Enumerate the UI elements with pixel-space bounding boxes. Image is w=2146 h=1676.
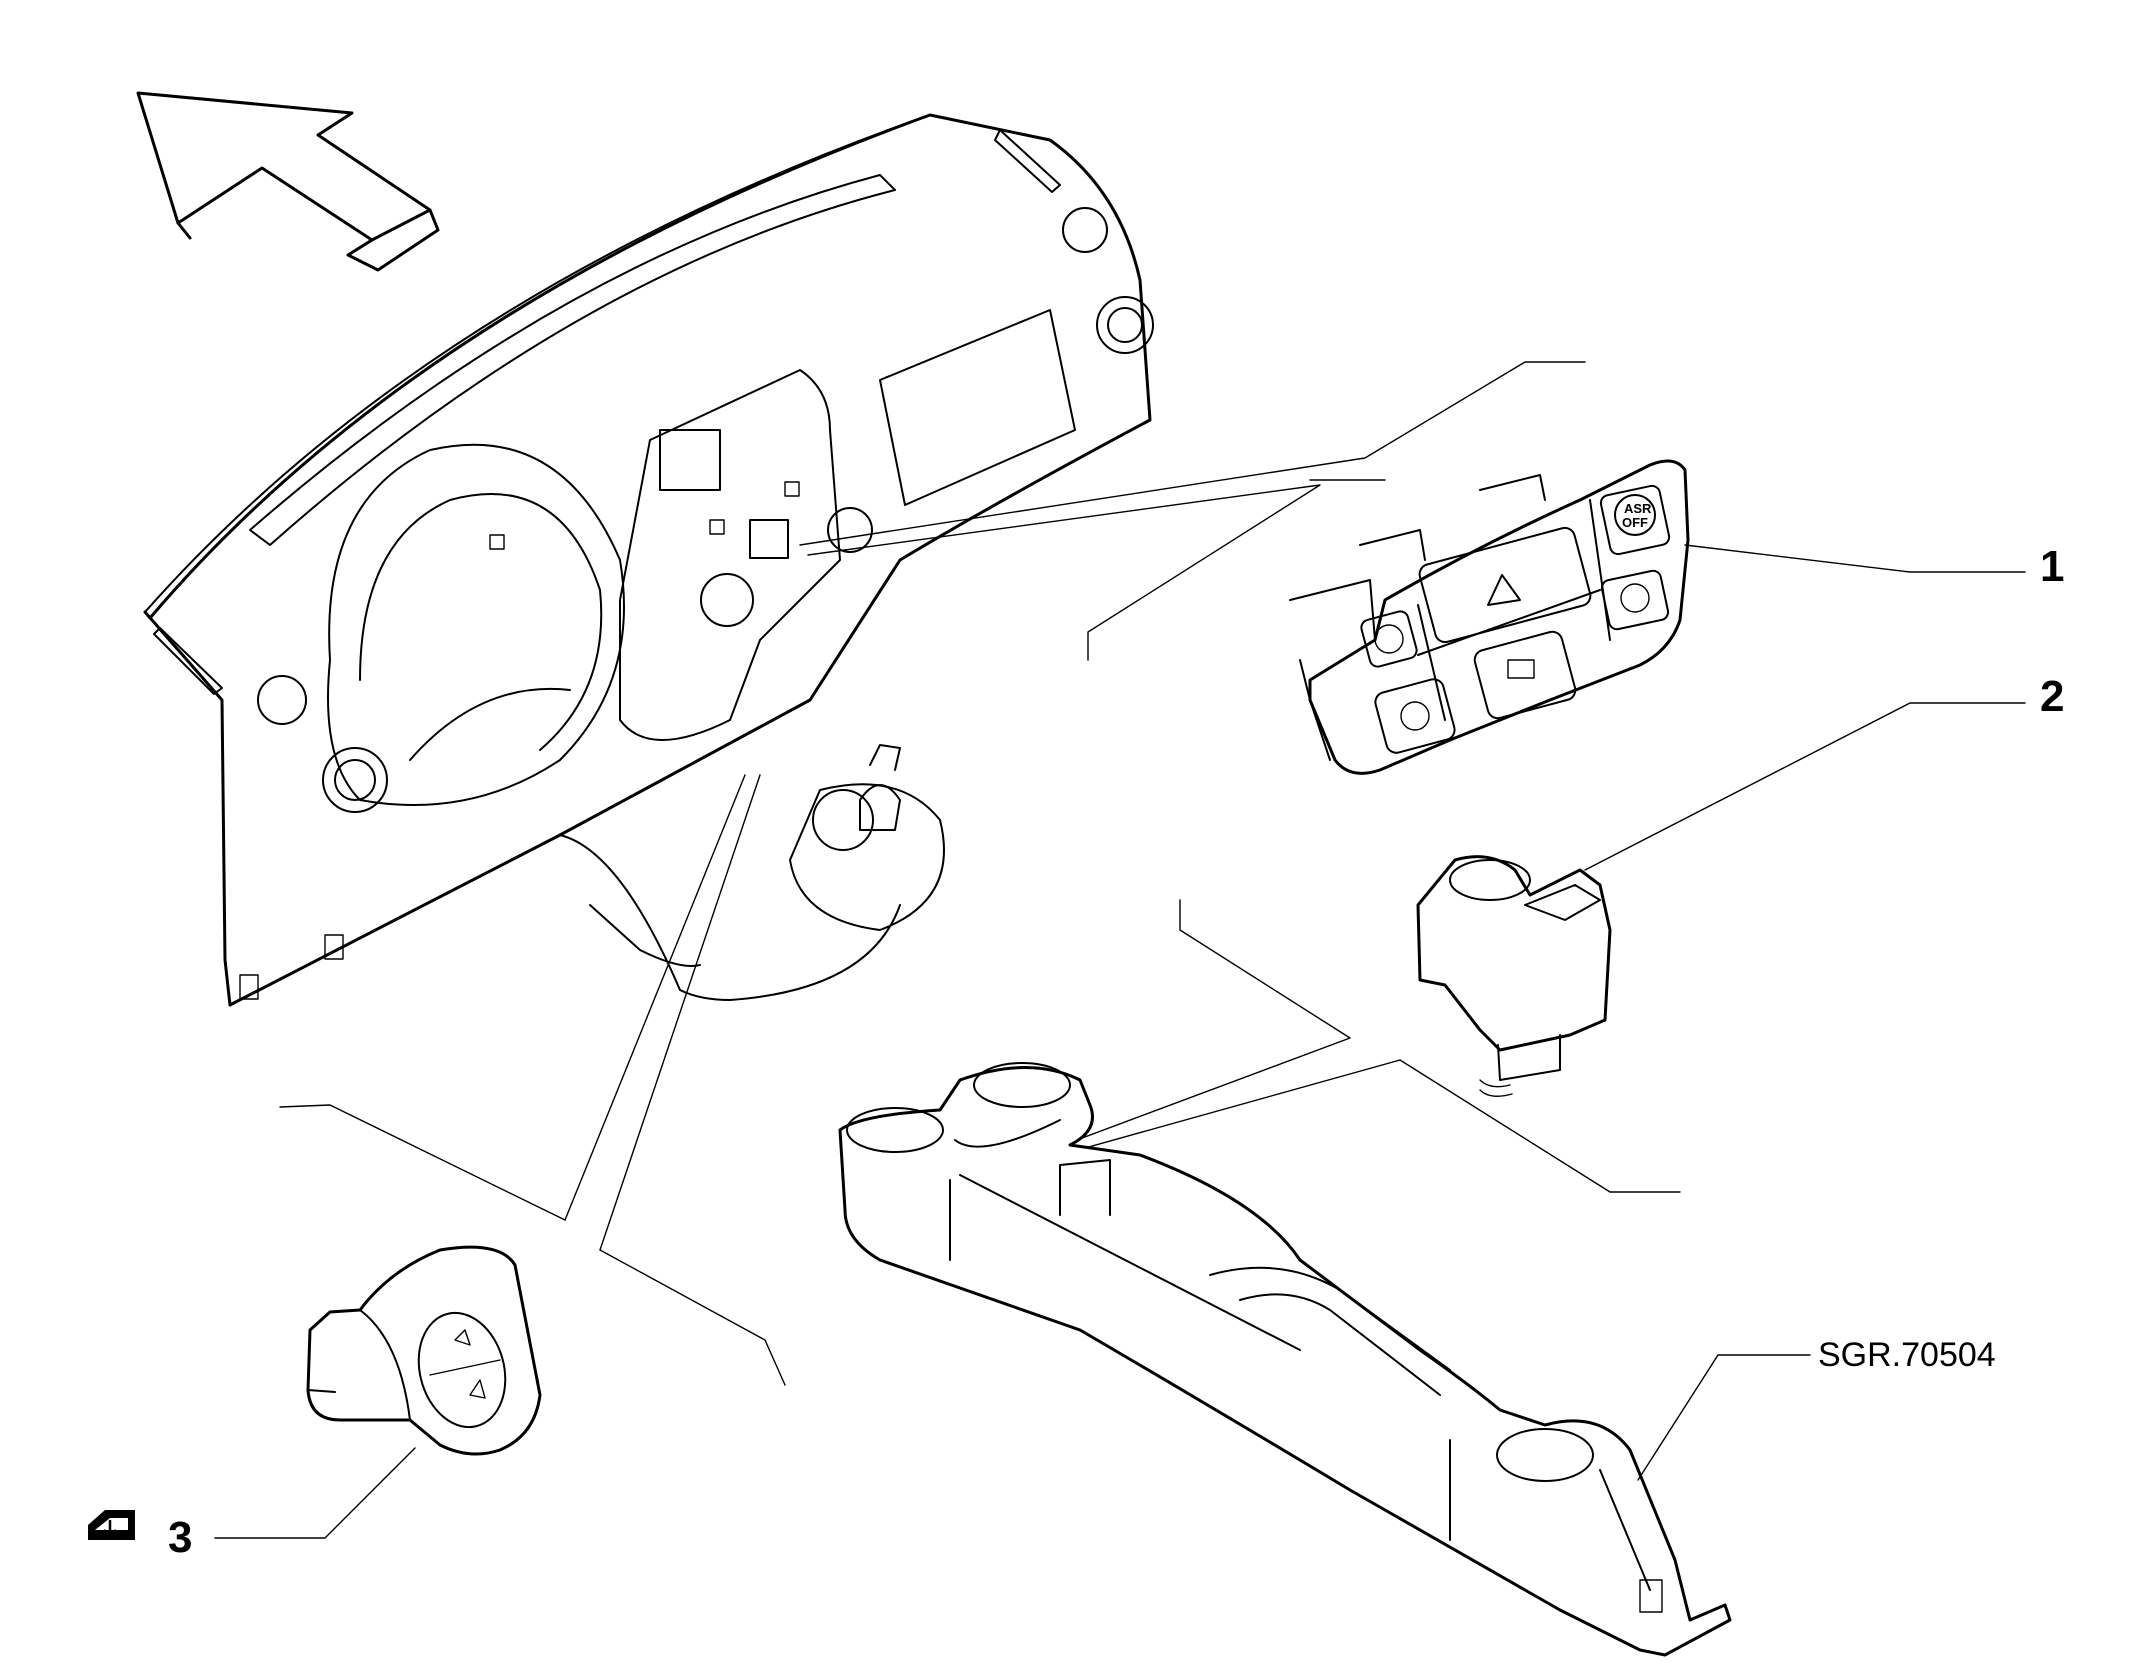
asr-off-button	[1614, 494, 1656, 536]
mirror-switch-part-2	[1416, 855, 1612, 1097]
callout-3: 3	[168, 1513, 192, 1562]
callout-1: 1	[2040, 542, 2064, 591]
reference-code: SGR.70504	[1818, 1336, 1996, 1374]
leader-line-3	[214, 1447, 416, 1539]
direction-arrow-icon	[136, 91, 440, 272]
window-switch-part-3	[306, 1245, 542, 1456]
dashboard-assembly	[143, 113, 1154, 1007]
window-lift-symbol-icon	[88, 1510, 135, 1540]
hazard-triangle-icon	[1487, 574, 1521, 606]
asr-label: ASR	[1624, 501, 1652, 516]
center-console-tray	[838, 1062, 1732, 1657]
callout-2: 2	[2040, 672, 2064, 721]
leader-line-1	[1684, 544, 2026, 573]
leader-line-2	[1584, 702, 2026, 871]
leader-lines	[279, 361, 1681, 1386]
off-label: OFF	[1622, 515, 1648, 530]
switch-panel-part-1: ASR OFF	[1289, 459, 1690, 775]
reference-leader	[1637, 1354, 1811, 1481]
